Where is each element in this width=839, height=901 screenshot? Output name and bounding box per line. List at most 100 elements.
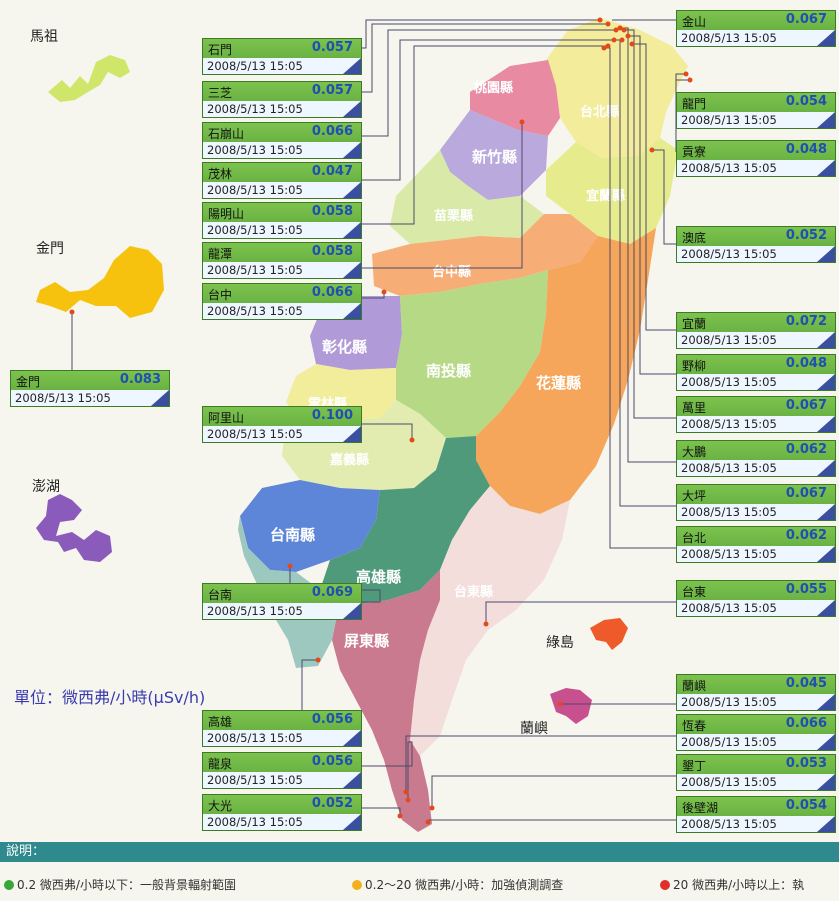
station-value: 0.072 — [785, 314, 827, 329]
county-label-changhua: 彰化縣 — [322, 338, 367, 356]
station-time: 2008/5/13 15:05 — [677, 416, 835, 432]
legend-item-yellow: 0.2～20 微西弗/小時：加強偵測調查 — [352, 876, 563, 893]
station-name: 阿里山 — [208, 411, 245, 425]
hsinchu-county-shape — [440, 110, 548, 200]
yilan-county-shape — [546, 138, 678, 244]
station-name: 金門 — [16, 375, 41, 389]
kaohsiung-county-shape — [320, 436, 490, 604]
station-time: 2008/5/13 15:05 — [203, 814, 361, 830]
station-box[interactable]: 後壁湖 0.054 2008/5/13 15:05 — [676, 796, 836, 833]
station-name: 後壁湖 — [682, 801, 719, 815]
station-value: 0.053 — [785, 756, 827, 771]
station-value: 0.056 — [311, 712, 353, 727]
station-value: 0.062 — [785, 528, 827, 543]
station-name: 大光 — [208, 799, 233, 813]
station-name: 墾丁 — [682, 759, 707, 773]
station-box[interactable]: 大光 0.052 2008/5/13 15:05 — [202, 794, 362, 831]
county-label-chiayi: 嘉義縣 — [329, 452, 369, 468]
connector-lines — [71, 19, 690, 822]
station-name: 台南 — [208, 588, 233, 602]
county-label-hsinchu: 新竹縣 — [472, 148, 517, 166]
lanyu-island-shape — [550, 688, 592, 724]
county-label-pingtung: 屏東縣 — [344, 632, 389, 650]
station-time: 2008/5/13 15:05 — [203, 142, 361, 158]
region-label-kinmen: 金門 — [36, 241, 64, 257]
station-value: 0.048 — [785, 356, 827, 371]
station-box[interactable]: 墾丁 0.053 2008/5/13 15:05 — [676, 754, 836, 791]
county-label-taichung: 台中縣 — [432, 264, 471, 280]
station-time: 2008/5/13 15:05 — [677, 460, 835, 476]
station-time: 2008/5/13 15:05 — [677, 246, 835, 262]
region-label-mazu: 馬祖 — [30, 29, 58, 45]
station-time: 2008/5/13 15:05 — [203, 303, 361, 319]
station-value: 0.048 — [785, 142, 827, 157]
station-name: 貢寮 — [682, 145, 707, 159]
station-dots — [69, 17, 693, 825]
station-value: 0.054 — [785, 798, 827, 813]
station-value: 0.058 — [311, 244, 353, 259]
region-label-lanyu: 蘭嶼 — [520, 721, 548, 737]
kinmen-island-shape — [36, 246, 164, 318]
region-label-lyudao: 綠島 — [546, 635, 574, 651]
station-value: 0.057 — [311, 83, 353, 98]
taitung-county-shape — [410, 486, 570, 756]
station-box[interactable]: 台北 0.062 2008/5/13 15:05 — [676, 526, 836, 563]
station-name: 台北 — [682, 531, 707, 545]
station-value: 0.066 — [785, 716, 827, 731]
station-name: 龍門 — [682, 97, 707, 111]
county-label-taipei: 台北縣 — [580, 104, 619, 120]
station-name: 龍泉 — [208, 757, 233, 771]
station-time: 2008/5/13 15:05 — [203, 222, 361, 238]
county-label-nantou: 南投縣 — [426, 362, 471, 380]
station-time: 2008/5/13 15:05 — [677, 694, 835, 710]
county-label-kaohsiung: 高雄縣 — [356, 568, 401, 586]
station-time: 2008/5/13 15:05 — [203, 58, 361, 74]
pingtung-county-shape — [332, 570, 440, 832]
hualien-county-shape — [476, 228, 656, 514]
station-time: 2008/5/13 15:05 — [677, 774, 835, 790]
legend-title-bar: 說明： — [0, 842, 839, 862]
taoyuan-county-shape — [470, 60, 560, 136]
station-name: 石崩山 — [208, 127, 245, 141]
station-time: 2008/5/13 15:05 — [677, 816, 835, 832]
station-value: 0.052 — [311, 796, 353, 811]
station-time: 2008/5/13 15:05 — [677, 374, 835, 390]
station-name: 台東 — [682, 585, 707, 599]
station-value: 0.054 — [785, 94, 827, 109]
station-value: 0.067 — [785, 12, 827, 27]
station-time: 2008/5/13 15:05 — [677, 546, 835, 562]
legend-text: 0.2～20 微西弗/小時：加強偵測調查 — [365, 878, 564, 892]
county-label-hualien: 花蓮縣 — [536, 374, 581, 392]
station-name: 大鵬 — [682, 445, 707, 459]
station-time: 2008/5/13 15:05 — [677, 332, 835, 348]
taipei-county-shape — [546, 18, 688, 158]
county-label-tainan: 台南縣 — [270, 526, 315, 544]
miaoli-county-shape — [390, 150, 544, 244]
